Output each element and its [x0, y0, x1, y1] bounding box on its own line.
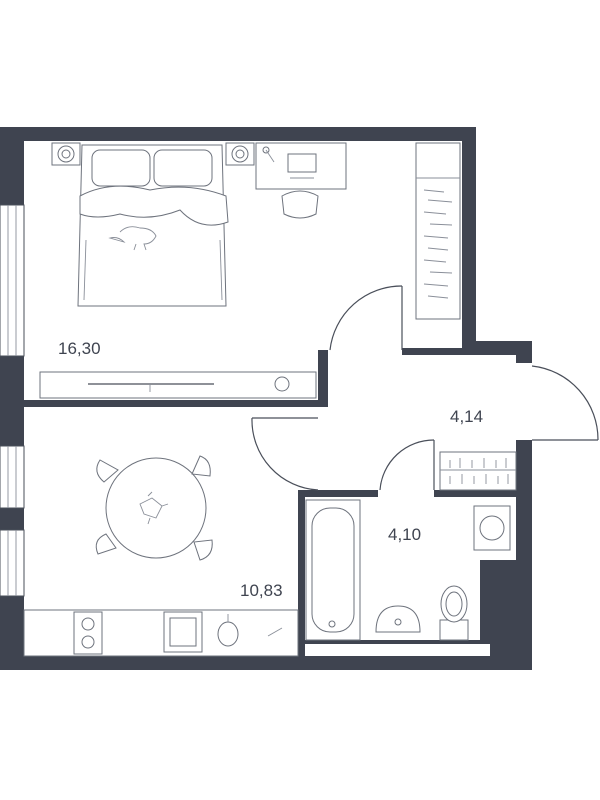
stove-icon [73, 611, 103, 655]
shoe-cabinet-icon [439, 451, 517, 491]
dining-table-icon [95, 455, 213, 561]
interior-walls [24, 348, 516, 660]
pet-icon [108, 226, 157, 251]
hall-area-label: 4,14 [450, 407, 483, 426]
tv-icon [39, 371, 317, 399]
washbasin-icon [375, 605, 421, 633]
area-labels: 16,30 4,14 4,10 10,83 [58, 339, 483, 600]
washing-machine-icon [473, 505, 511, 551]
lamp-icon [225, 142, 255, 166]
wardrobe-icon [415, 142, 461, 320]
bathtub-icon [305, 499, 361, 641]
bathroom-fixtures [305, 499, 511, 641]
hall-furniture [439, 451, 517, 491]
bedroom-furniture [39, 142, 461, 399]
sink-icon [217, 614, 239, 647]
toilet-icon [439, 585, 469, 641]
chair-icon [281, 190, 319, 219]
lamp-icon [51, 142, 81, 166]
kitchen-furniture [23, 455, 299, 657]
kitchen-area-label: 10,83 [240, 581, 283, 600]
windows [0, 204, 25, 597]
oven-icon [163, 611, 203, 653]
kitchen-counter-icon [23, 609, 299, 657]
exterior-walls [0, 127, 532, 670]
bed-icon [77, 144, 229, 307]
bedroom-area-label: 16,30 [58, 339, 101, 358]
door-swings [251, 285, 599, 491]
desk-icon [255, 142, 347, 190]
bathroom-area-label: 4,10 [388, 525, 421, 544]
